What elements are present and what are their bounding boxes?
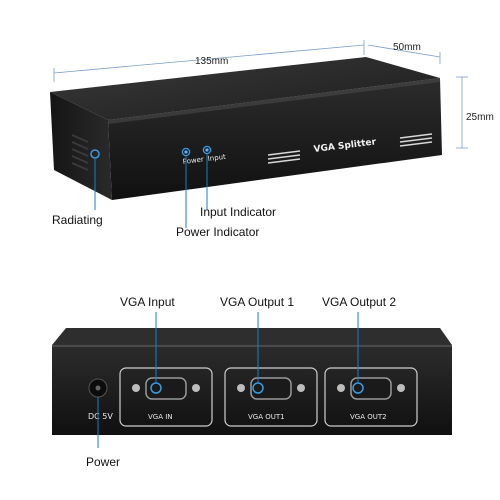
vga-in-port-icon <box>132 377 200 400</box>
vga-in-silkscreen: VGA IN <box>148 413 173 421</box>
radiating-label: Radiating <box>52 213 103 227</box>
vga-out1-port-icon <box>237 377 305 400</box>
input-indicator-label: Input Indicator <box>200 205 276 219</box>
input-led-icon <box>202 145 212 155</box>
power-indicator-label: Power Indicator <box>176 225 259 239</box>
vga-out2-port-icon <box>337 377 405 400</box>
splitter-top-view: VGA Splitter Power Input <box>50 57 442 200</box>
width-dimension: 50mm <box>393 42 421 53</box>
splitter-rear-view: DC 5V VGA IN VGA OUT1 VGA O <box>52 328 452 435</box>
dc-jack-icon <box>88 378 108 398</box>
vga-out2-silkscreen: VGA OUT2 <box>350 413 387 421</box>
decor-stripes <box>267 133 433 164</box>
vga-out1-silkscreen: VGA OUT1 <box>248 413 285 421</box>
vga-input-label: VGA Input <box>120 295 175 309</box>
power-led-icon <box>181 147 191 157</box>
bottom-callout-lines <box>97 312 359 448</box>
top-callout-lines <box>94 154 208 228</box>
power-silkscreen: Power <box>182 155 204 166</box>
length-dimension: 135mm <box>195 56 228 67</box>
vga-output-1-label: VGA Output 1 <box>220 295 294 309</box>
dimension-lines <box>53 40 468 149</box>
dc-silkscreen: DC 5V <box>88 412 113 421</box>
port-frames <box>119 367 418 427</box>
vga-output-2-label: VGA Output 2 <box>322 295 396 309</box>
power-label: Power <box>86 455 120 469</box>
vent-slots <box>71 134 89 171</box>
height-dimension: 25mm <box>466 112 494 123</box>
input-silkscreen: Input <box>207 153 226 163</box>
